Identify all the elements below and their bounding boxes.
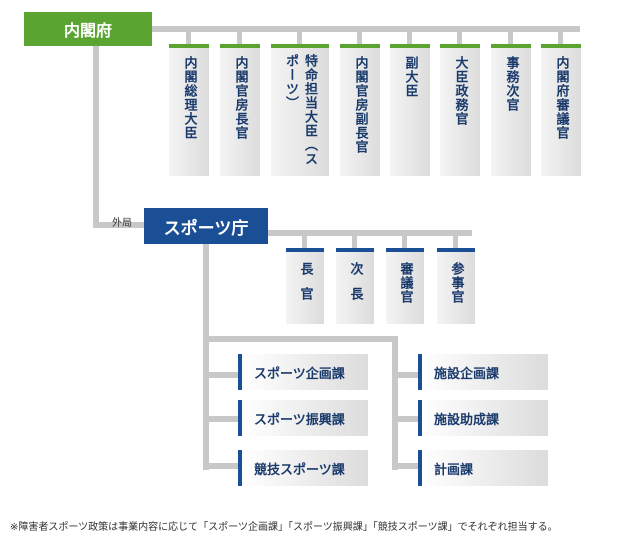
- division-box: 施設助成課: [418, 400, 548, 436]
- position-label: 審議官: [397, 262, 413, 304]
- cabinet-position: 内閣総理大臣: [169, 44, 209, 176]
- connector-branch: [392, 416, 418, 422]
- connector-drop: [407, 26, 412, 46]
- division-box: 計画課: [418, 450, 548, 486]
- division-box: スポーツ振興課: [238, 400, 368, 436]
- connector-branch: [392, 463, 418, 469]
- cabinet-position: 事務次官: [491, 44, 531, 176]
- connector-drop: [558, 26, 563, 46]
- connector-line: [93, 44, 99, 227]
- connector-line: [93, 222, 145, 228]
- position-label: 次長: [347, 262, 363, 312]
- agency-position: 長官: [286, 248, 324, 324]
- connector-line: [150, 26, 580, 32]
- sports-agency-box: スポーツ庁: [144, 208, 268, 244]
- connector-branch: [392, 372, 418, 378]
- connector-line: [266, 230, 472, 236]
- position-label: 長官: [297, 262, 313, 312]
- position-label: 事務次官: [503, 56, 519, 112]
- position-label: 内閣府審議官: [553, 56, 569, 140]
- division-box: 施設企画課: [418, 354, 548, 390]
- cabinet-office-box: 内閣府: [24, 12, 152, 46]
- cabinet-position: 内閣官房長官: [220, 44, 260, 176]
- connector-drop: [402, 230, 407, 250]
- cabinet-position: 特命担当大臣（スポーツ）: [271, 44, 329, 176]
- connector-drop: [508, 26, 513, 46]
- cabinet-position: 内閣官房副長官: [340, 44, 380, 176]
- connector-drop: [237, 26, 242, 46]
- agency-position: 参事官: [437, 248, 475, 324]
- position-label: 副大臣: [402, 56, 418, 98]
- connector-drop: [457, 26, 462, 46]
- connector-drop: [357, 26, 362, 46]
- agency-position: 次長: [336, 248, 374, 324]
- connector-line: [203, 336, 397, 342]
- position-label: 大臣政務官: [452, 56, 468, 126]
- connector-drop: [186, 26, 191, 46]
- cabinet-position: 大臣政務官: [440, 44, 480, 176]
- gaikyoku-label: 外局: [112, 218, 132, 229]
- connector-branch: [203, 463, 239, 469]
- connector-drop: [302, 230, 307, 250]
- position-label: 内閣総理大臣: [181, 56, 197, 140]
- connector-line: [203, 242, 209, 470]
- connector-drop: [297, 26, 302, 46]
- cabinet-position: 内閣府審議官: [541, 44, 581, 176]
- connector-drop: [453, 230, 458, 250]
- position-label: 参事官: [448, 262, 464, 304]
- connector-branch: [203, 372, 239, 378]
- position-label: 特命担当大臣（スポーツ）: [283, 54, 317, 166]
- division-box: 競技スポーツ課: [238, 450, 368, 486]
- footnote: ※障害者スポーツ政策は事業内容に応じて「スポーツ企画課」「スポーツ振興課」「競技…: [10, 522, 558, 533]
- connector-branch: [203, 416, 239, 422]
- connector-drop: [352, 230, 357, 250]
- connector-line: [392, 336, 398, 470]
- cabinet-position: 副大臣: [390, 44, 430, 176]
- agency-position: 審議官: [386, 248, 424, 324]
- position-label: 内閣官房副長官: [352, 56, 368, 154]
- division-box: スポーツ企画課: [238, 354, 368, 390]
- position-label: 内閣官房長官: [232, 56, 248, 140]
